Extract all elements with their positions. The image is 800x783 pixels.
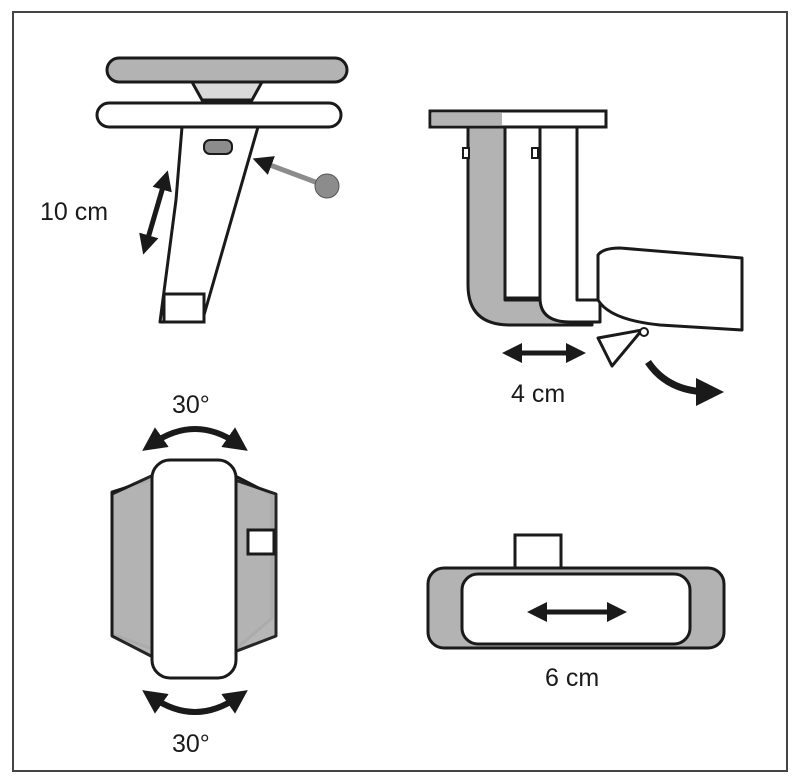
- pivot-top-arc-arrow: [142, 426, 248, 451]
- mount-plate-gray: [432, 113, 502, 125]
- height-release-button: [203, 139, 233, 155]
- armrest-neck: [189, 80, 265, 102]
- width-adjust-label: 6 cm: [545, 664, 599, 692]
- bracket-notch: [462, 147, 470, 159]
- pivot-bottom-label: 30°: [172, 730, 210, 758]
- pad-centered: [150, 458, 238, 680]
- depth-release-lever: [596, 328, 644, 368]
- armrest-pad-raised: [105, 56, 349, 84]
- pivot-panel: 30° 30°: [110, 391, 278, 758]
- depth-adjust-label: 4 cm: [511, 380, 565, 408]
- bracket-front: [538, 125, 602, 324]
- width-adjust-panel: 6 cm: [426, 533, 726, 692]
- width-tab: [513, 533, 563, 573]
- pivot-bottom-arc-arrow: [142, 690, 248, 715]
- bracket-notch: [531, 147, 539, 159]
- height-double-arrow: [139, 170, 172, 255]
- press-dot: [314, 173, 340, 199]
- height-adjust-panel: 10 cm: [40, 56, 349, 324]
- lever-curved-arrow: [645, 359, 724, 406]
- post-base: [162, 292, 206, 324]
- depth-adjust-panel: 4 cm: [428, 109, 744, 408]
- pivot-tab: [246, 528, 276, 556]
- pad-inner: [460, 572, 692, 646]
- pivot-top-label: 30°: [172, 391, 210, 419]
- seat-block: [596, 246, 744, 332]
- lever-pivot: [639, 327, 649, 337]
- height-adjust-label: 10 cm: [40, 198, 108, 226]
- armrest-pad: [95, 101, 343, 129]
